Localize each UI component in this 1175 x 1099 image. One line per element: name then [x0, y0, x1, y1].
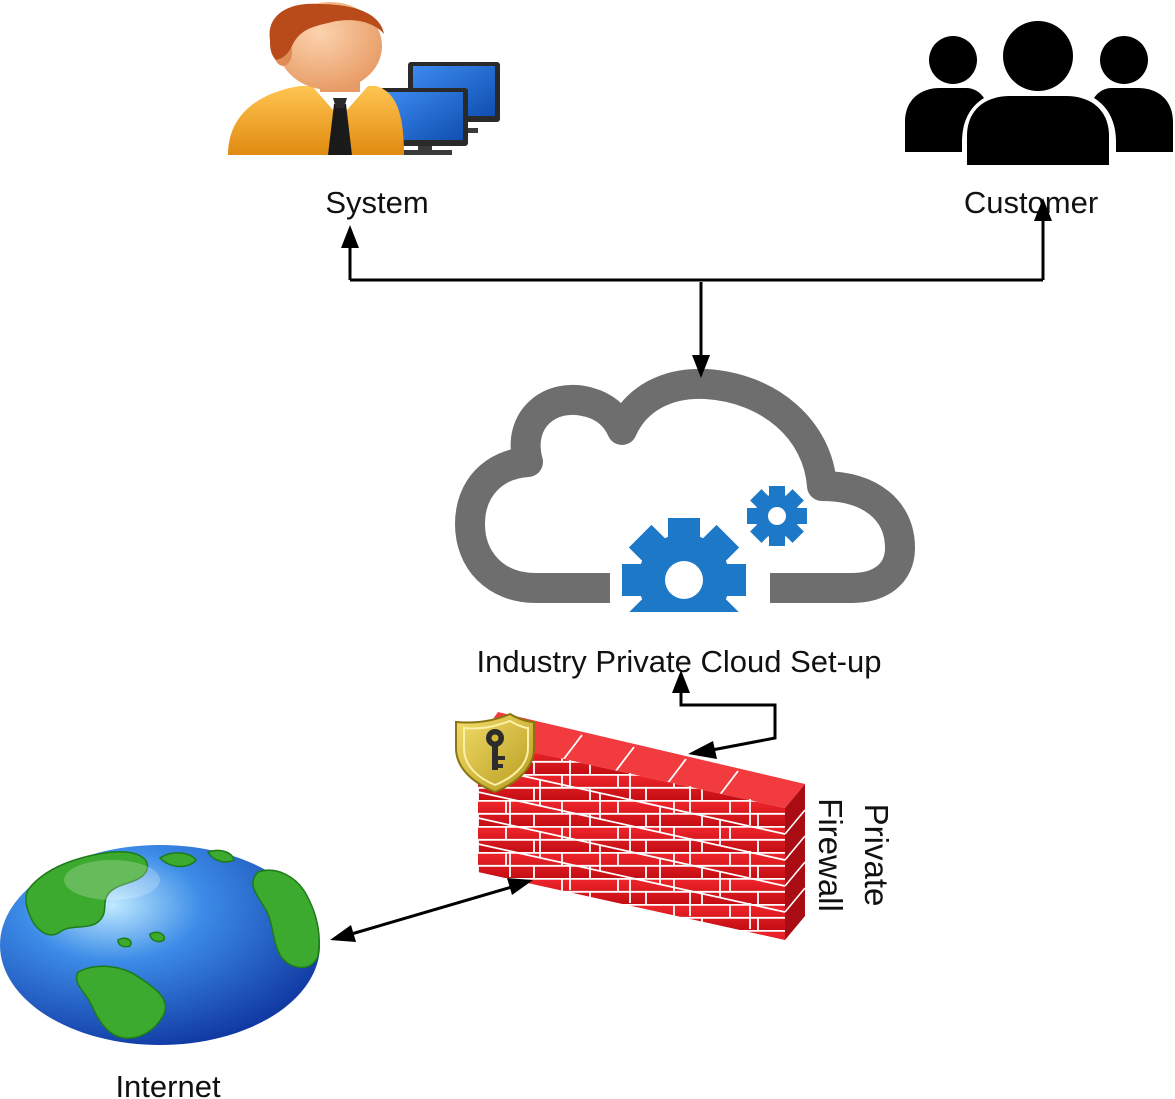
edge-internet-firewall — [347, 884, 516, 937]
arrowhead-cloud-bottom — [672, 670, 690, 693]
system-label: System — [325, 185, 428, 220]
cloud-node: Industry Private Cloud Set-up — [455, 368, 915, 679]
person-tie — [328, 104, 352, 155]
cloud-label: Industry Private Cloud Set-up — [477, 644, 882, 679]
person-center-head — [1003, 21, 1073, 91]
gear-mask — [600, 612, 770, 672]
arrowhead-system — [341, 225, 359, 248]
arrowhead-internet — [330, 925, 356, 942]
key-shield-icon — [455, 712, 535, 794]
cloud-outline — [455, 368, 915, 603]
person-at-workstations-icon — [228, 2, 500, 155]
customer-label: Customer — [964, 185, 1098, 220]
firewall-side — [785, 784, 805, 940]
person-tie-knot — [333, 98, 347, 108]
person-right-head — [1100, 36, 1148, 84]
arrowhead-firewall-top — [688, 741, 717, 759]
gear-small-icon — [747, 486, 807, 546]
people-group-icon — [905, 21, 1173, 165]
monitor-front-stand — [418, 146, 432, 152]
internet-node: Internet — [0, 845, 321, 1099]
firewall-label-line1: Private — [858, 804, 895, 907]
person-left-body — [905, 88, 984, 152]
monitor-front-base — [398, 150, 452, 155]
person-hair — [269, 3, 384, 60]
connectors — [330, 198, 1052, 942]
firewall-label: Private Firewall — [812, 798, 895, 912]
arrowhead-firewall-left — [507, 878, 533, 895]
internet-label: Internet — [115, 1069, 221, 1099]
customer-node: Customer — [905, 21, 1173, 220]
person-right-body — [1094, 88, 1173, 152]
firewall-front — [478, 740, 785, 940]
system-node: System — [228, 2, 500, 220]
firewall-node: Private Firewall — [455, 712, 895, 940]
globe-icon — [0, 845, 321, 1045]
person-left-head — [929, 36, 977, 84]
firewall-top — [478, 712, 805, 808]
edge-firewall-cloud — [679, 690, 777, 752]
cloud-with-gears-icon — [455, 368, 915, 672]
arrowhead-cloud — [692, 355, 710, 378]
firewall-label-line2: Firewall — [812, 798, 849, 912]
person-center-body — [967, 96, 1109, 165]
person-shirt — [228, 86, 404, 155]
brick-firewall-icon — [477, 712, 806, 940]
arrowhead-customer — [1034, 198, 1052, 221]
